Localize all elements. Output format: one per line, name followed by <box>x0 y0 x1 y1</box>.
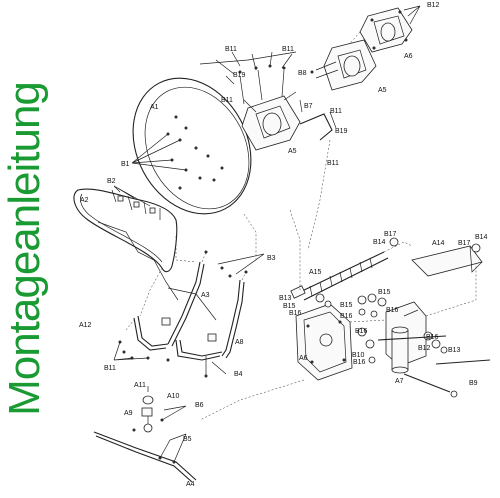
label-b16-e: B16 <box>353 359 366 366</box>
edge-strip <box>73 185 178 273</box>
label-b19-a: B19 <box>233 72 246 79</box>
label-a4: A4 <box>186 481 195 488</box>
label-a12: A12 <box>79 322 92 329</box>
label-a6-mid: A6 <box>299 355 308 362</box>
screws-b11-top <box>199 51 337 129</box>
label-b16-a: B16 <box>289 310 302 317</box>
threaded-rod-a15 <box>290 237 481 301</box>
label-b16-b: B16 <box>386 307 399 314</box>
label-b16-f: B16 <box>426 334 439 341</box>
label-a9: A9 <box>124 410 133 417</box>
label-b13-b: B13 <box>448 347 461 354</box>
center-bracket-a5 <box>241 91 333 151</box>
assembly-guide-lines <box>97 139 477 421</box>
lnb-arm-a4 <box>93 431 197 483</box>
label-b4: B4 <box>234 371 243 378</box>
label-b11-d: B11 <box>330 108 342 115</box>
label-b3: B3 <box>267 255 276 262</box>
label-b11-b: B11 <box>282 46 294 53</box>
dish-reflector <box>131 77 252 215</box>
label-b16-d: B16 <box>355 328 368 335</box>
label-b15-c: B15 <box>340 302 353 309</box>
label-a11: A11 <box>134 382 146 389</box>
label-b11-f: B11 <box>104 365 116 372</box>
label-a6-top: A6 <box>404 53 413 60</box>
label-b14-a: B14 <box>373 239 386 246</box>
label-b15-b: B15 <box>378 289 391 296</box>
bracket-a14 <box>411 245 483 277</box>
label-b5: B5 <box>183 436 192 443</box>
washer-cluster <box>315 293 491 398</box>
label-b6: B6 <box>195 402 204 409</box>
label-a3: A3 <box>201 292 210 299</box>
lnb-holder-a6-top <box>343 5 421 53</box>
label-a10: A10 <box>167 393 180 400</box>
label-a1: A1 <box>150 104 159 111</box>
label-b11-a: B11 <box>225 46 237 53</box>
label-a5-top: A5 <box>378 87 387 94</box>
label-b15-a: B15 <box>283 303 296 310</box>
label-b11-c: B11 <box>221 97 233 104</box>
label-a7: A7 <box>395 378 404 385</box>
label-b11-e: B11 <box>327 160 339 167</box>
label-b8: B8 <box>298 70 307 77</box>
label-a14: A14 <box>432 240 445 247</box>
lnb-holder-a5-top <box>310 39 377 91</box>
label-a5-mid: A5 <box>288 148 297 155</box>
label-b19-b: B19 <box>335 128 348 135</box>
label-b10: B10 <box>352 352 365 359</box>
label-b12-mid: B12 <box>418 345 431 352</box>
label-b17-a: B17 <box>384 231 397 238</box>
label-a15: A15 <box>309 269 322 276</box>
label-b2: B2 <box>107 178 116 185</box>
label-b14-b: B14 <box>475 234 488 241</box>
wall-plate-a6 <box>295 303 353 381</box>
fasteners-lower-left <box>113 340 227 378</box>
hinge-block-a7 <box>385 301 427 374</box>
support-arms-a3 <box>125 250 265 361</box>
dish-screws <box>166 115 224 190</box>
label-a8: A8 <box>235 339 244 346</box>
part-labels: B12 B11 B11 B19 B8 A6 A5 B11 B7 A1 B11 B… <box>79 2 488 488</box>
label-b7: B7 <box>304 103 313 110</box>
label-b17-b: B17 <box>458 240 471 247</box>
label-b1: B1 <box>121 161 130 168</box>
label-a2: A2 <box>80 197 89 204</box>
label-b16-c: B16 <box>340 313 353 320</box>
lower-clamp-parts <box>132 386 187 433</box>
label-b12-top: B12 <box>427 2 440 9</box>
label-b13-a: B13 <box>279 295 292 302</box>
label-b9: B9 <box>469 380 478 387</box>
